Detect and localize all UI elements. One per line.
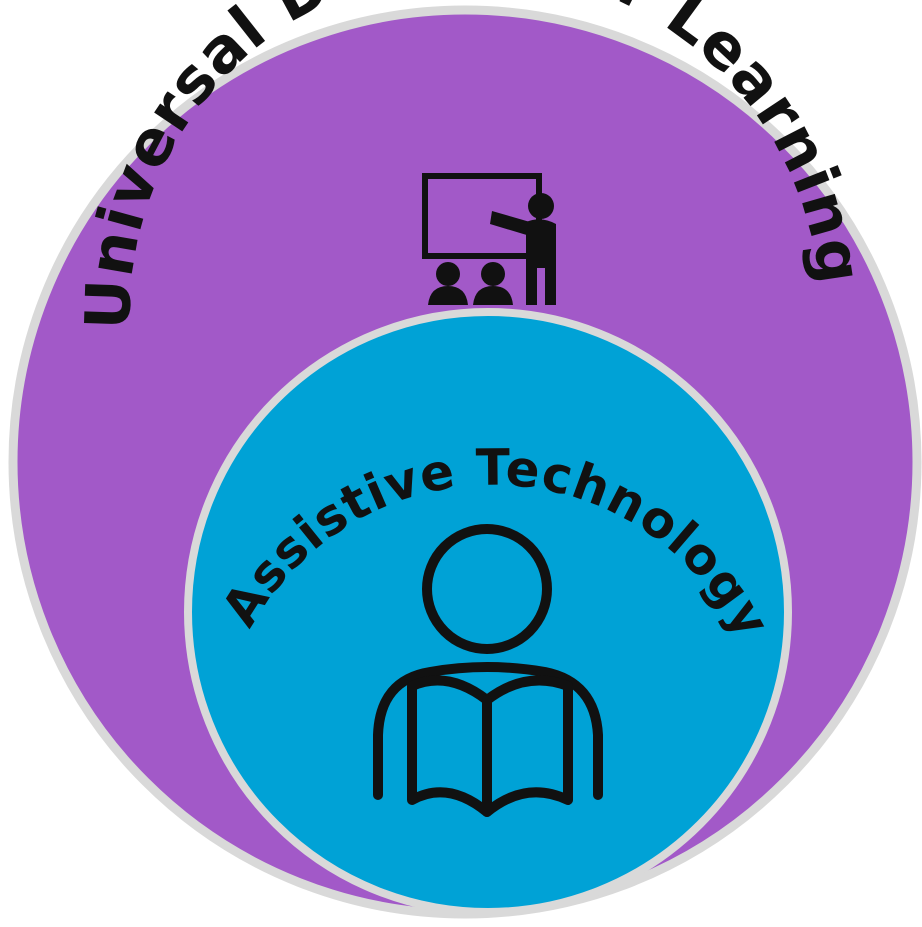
teacher-presenting-icon xyxy=(422,173,556,305)
person-reading-book-icon xyxy=(373,524,603,817)
at-inner-circle xyxy=(184,308,792,916)
